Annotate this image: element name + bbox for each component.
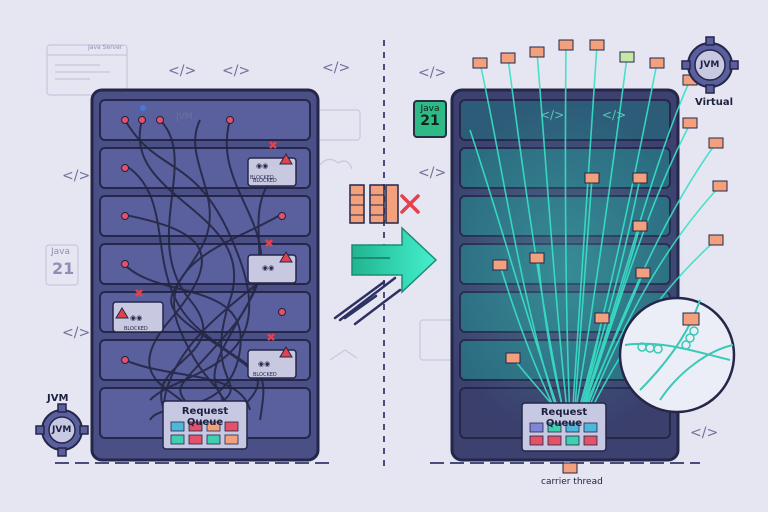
java-badge-num: 21 <box>420 113 440 129</box>
svg-text:BLOCKED: BLOCKED <box>124 326 148 332</box>
carrier-thread-label: carrier thread <box>541 477 603 487</box>
right-gear-label: JVM <box>700 60 720 70</box>
code-icon: </> <box>540 108 565 122</box>
floating-envelopes <box>472 39 728 364</box>
code-icon: </> <box>322 60 351 76</box>
left-jvm-label: JVM <box>47 393 69 404</box>
blocked-box-4: ◉◉ BLOCKED <box>247 333 297 379</box>
code-icon: </> <box>222 63 251 79</box>
code-icon: </> <box>418 65 447 81</box>
left-java-badge-top: Java <box>51 247 71 257</box>
carrier-envelope-icon <box>562 462 578 474</box>
svg-text:◉◉: ◉◉ <box>256 162 268 170</box>
code-icon: </> <box>418 165 447 181</box>
right-jvm-gear-icon <box>681 36 739 94</box>
transition-arrow-icon <box>333 226 438 326</box>
right-request-queue <box>521 402 607 452</box>
virtual-label: Virtual <box>695 97 733 108</box>
right-queue-title: Request Queue <box>540 407 588 429</box>
code-icon: </> <box>690 425 719 441</box>
java-badge: Java 21 <box>413 100 447 138</box>
left-queue-envelopes <box>170 421 239 445</box>
right-queue-envelopes <box>529 422 598 446</box>
blocked-box-3: ◉◉ BLOCKED <box>112 289 164 333</box>
blocked-box-2: ◉◉ <box>247 239 297 284</box>
left-gear-label: JVM <box>52 425 72 435</box>
left-server-rack: ◉◉ BLOCKED ◉◉ ◉◉ BLOCKED ◉◉ BLOCKED <box>35 88 320 462</box>
svg-text:◉◉: ◉◉ <box>258 360 270 368</box>
close-icon <box>400 194 420 214</box>
magnifier-icon <box>618 296 736 414</box>
svg-text:BLOCKED: BLOCKED <box>253 178 277 184</box>
left-jvm-gear-icon <box>35 403 89 457</box>
code-icon: </> <box>168 63 197 79</box>
blocked-label: BLOCKED <box>250 175 274 181</box>
left-queue-title: Request Queue <box>181 406 229 428</box>
code-icon: </> <box>62 325 91 341</box>
code-icon: </> <box>62 168 91 184</box>
svg-text:BLOCKED: BLOCKED <box>253 372 277 378</box>
right-threads <box>469 44 721 421</box>
svg-text:◉◉: ◉◉ <box>262 264 274 272</box>
java-badge-top: Java <box>420 104 440 114</box>
left-java-badge-num: 21 <box>52 259 75 278</box>
code-icon: </> <box>602 108 627 122</box>
left-server-label: JVM <box>176 112 193 122</box>
blocked-box-1: ◉◉ BLOCKED <box>247 141 297 187</box>
blocked-thread-stacks <box>349 184 420 224</box>
doc-title: Java Server <box>88 44 123 51</box>
left-request-queue <box>162 400 248 450</box>
svg-text:◉◉: ◉◉ <box>130 314 142 322</box>
